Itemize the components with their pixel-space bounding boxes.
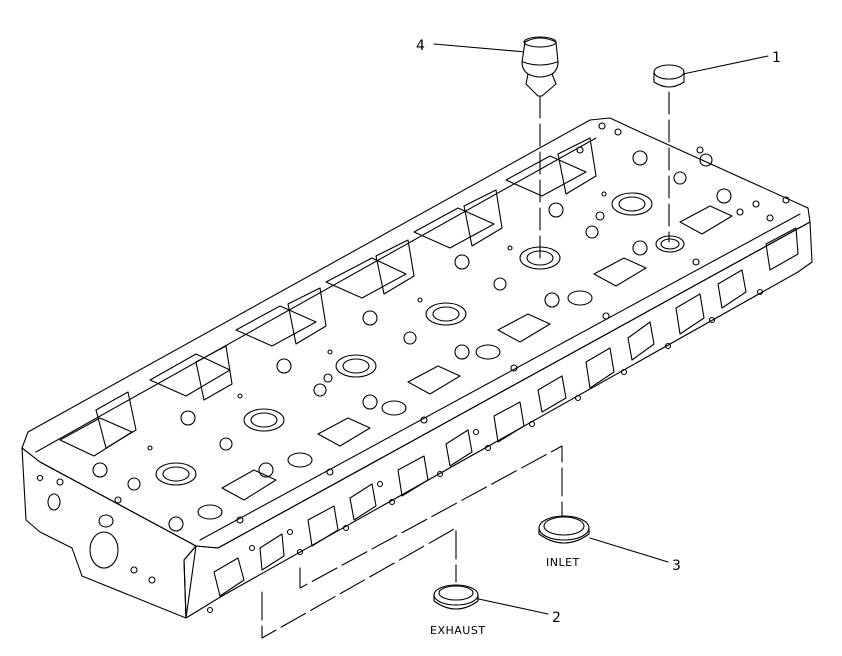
exhaust-label: EXHAUST — [430, 624, 486, 637]
leader-4 — [433, 43, 527, 53]
callout-2-number: 2 — [552, 610, 561, 626]
cylinder-head — [21, 117, 813, 619]
end-ports — [36, 474, 156, 584]
part-3-inlet-ring — [538, 515, 590, 544]
part-2-exhaust-ring — [433, 584, 479, 610]
alignment-lines — [261, 43, 769, 639]
part-4-sleeve — [521, 36, 559, 97]
side-ports — [213, 227, 799, 597]
head-side-face — [183, 221, 813, 619]
top-small-holes — [56, 122, 790, 532]
leader-1 — [682, 55, 769, 75]
callout-1-number: 1 — [772, 50, 781, 66]
callout-4-number: 4 — [416, 38, 425, 54]
head-end-face — [21, 447, 197, 619]
side-holes — [206, 288, 764, 614]
inlet-label: INLET — [546, 556, 580, 569]
valve-pockets — [59, 137, 597, 457]
leader-3 — [589, 537, 669, 563]
top-pockets — [221, 205, 733, 501]
leader-2 — [473, 597, 549, 615]
part-1-cup-plug — [653, 64, 685, 88]
top-bores — [155, 192, 685, 520]
callout-3-number: 3 — [672, 558, 681, 574]
